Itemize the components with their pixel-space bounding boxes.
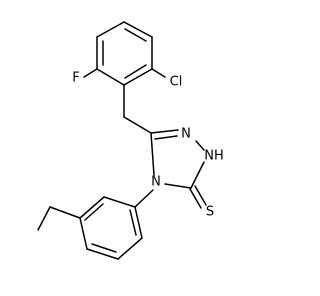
bond-c-f (83, 68, 98, 78)
bond-c-cl (151, 68, 166, 78)
bond-ring-b-5 (117, 237, 143, 260)
bond-ring-b-6-inner (129, 209, 137, 236)
ethylphenyl-ring (79, 196, 143, 260)
bond-ethyl-2 (37, 206, 51, 231)
bond-c-s-2 (194, 185, 207, 206)
bond-n4-c5 (150, 132, 155, 176)
bond-ch2-to-triazole (123, 116, 152, 134)
bond-ring-a-2 (123, 21, 153, 38)
bond-ring-a-2-inner (124, 28, 147, 42)
bond-n4-to-phenyl (134, 189, 154, 208)
bond-ring-b-1 (103, 196, 136, 208)
bond-ring-b-3 (79, 217, 88, 250)
chlorofluorophenyl-ring (96, 21, 153, 86)
bond-ring-b-2 (79, 196, 105, 219)
bond-c5-n1-inner (154, 135, 178, 140)
atom-label-sulfur: S (206, 205, 214, 220)
atom-label-chlorine: Cl (170, 75, 183, 90)
atom-label-triazole-n1: N (181, 127, 191, 142)
atom-label-triazole-nh: NH (204, 149, 224, 164)
bond-ring-a-1 (96, 21, 125, 38)
atom-label-fluorine: F (72, 71, 79, 86)
bond-ring-b-4-inner (91, 243, 117, 253)
bond-ring-a-5 (96, 68, 125, 86)
triazole-ring (150, 129, 205, 189)
atom-label-triazole-n4: N (151, 175, 161, 190)
bond-ring-a-4-inner (124, 64, 147, 79)
bond-ring-b-6 (134, 206, 143, 239)
bond-n1-n2 (195, 140, 205, 151)
bond-ring-a-4 (123, 68, 153, 86)
bond-n2-c3 (190, 161, 205, 189)
bond-c5-n1 (150, 129, 179, 134)
molecule-structure-diagram: Cl F N NH N S (37, 21, 224, 260)
bond-c-s-1 (189, 188, 202, 209)
bond-c3-n4 (164, 183, 192, 189)
bond-ring-b-4 (86, 248, 119, 260)
bond-ethyl-1 (49, 206, 81, 219)
bond-ring-b-2-inner (84, 203, 104, 221)
